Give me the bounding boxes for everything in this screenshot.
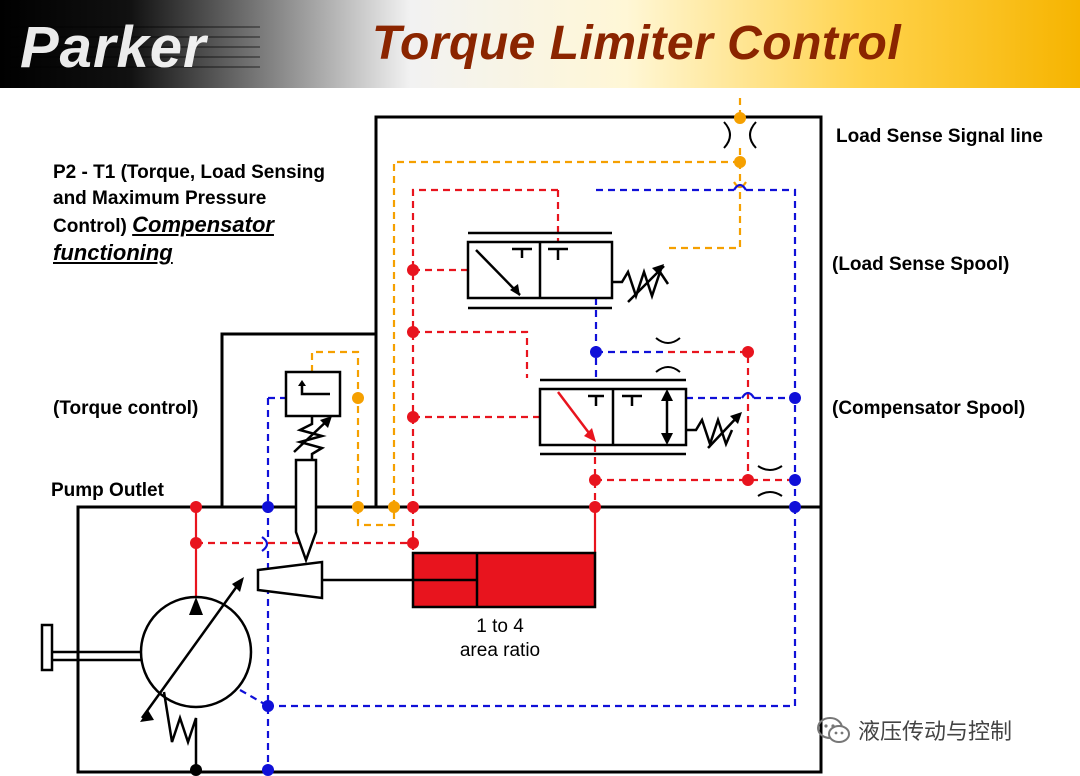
watermark-text: 液压传动与控制 (858, 720, 1013, 745)
watermark: 液压传动与控制 (816, 713, 1012, 747)
compensator-spool-label: (Compensator Spool) (832, 398, 1026, 419)
description-block: P2 - T1 (Torque, Load Sensing and Maximu… (53, 160, 373, 268)
pump-outlet-label: Pump Outlet (51, 480, 164, 501)
junction-dot-black (190, 764, 202, 776)
header-banner: Parker Torque Limiter Control (0, 0, 1080, 88)
description-line-3-wrap: Control) Compensator (53, 212, 373, 240)
area-ratio-label: 1 to 4 area ratio (430, 615, 570, 663)
area-ratio-actuator (411, 551, 597, 609)
area-ratio-line-2: area ratio (459, 640, 541, 661)
valve-block-outline (374, 115, 823, 507)
description-emphasis-2: functioning (53, 240, 173, 265)
pressure-lines (196, 188, 795, 553)
torque-block-outline (220, 332, 376, 507)
description-line-3: Control) (53, 216, 127, 237)
area-ratio-line-1: 1 to 4 (476, 616, 524, 637)
compensator-orifices (655, 337, 783, 497)
ls-hop (733, 181, 747, 189)
load-sense-lines (310, 98, 742, 527)
load-sense-spool-valve (466, 231, 670, 310)
junction-dots-orange (352, 112, 746, 513)
compensator-spool-valve (538, 378, 741, 456)
load-sense-orifice (723, 121, 757, 149)
swashplate-servo (256, 560, 413, 600)
logo-stripes (0, 18, 260, 72)
load-sense-signal-line-label: Load Sense Signal line (836, 126, 1043, 147)
junction-dots-blue (262, 346, 801, 776)
load-sense-spool-label: (Load Sense Spool) (832, 254, 1010, 275)
description-line-2: and Maximum Pressure (53, 188, 267, 209)
description-line-1: P2 - T1 (Torque, Load Sensing (53, 162, 326, 183)
torque-control-valve (284, 370, 342, 564)
junction-dots-red (190, 264, 754, 549)
description-emphasis-1: Compensator (132, 212, 274, 237)
pump-housing-outline (76, 505, 823, 774)
variable-pump (40, 581, 253, 772)
page-title: Torque Limiter Control (372, 17, 902, 70)
torque-control-label: (Torque control) (53, 398, 199, 419)
wechat-icon (817, 717, 850, 743)
parker-logo: Parker (20, 15, 207, 80)
housing-outlines (76, 115, 823, 774)
